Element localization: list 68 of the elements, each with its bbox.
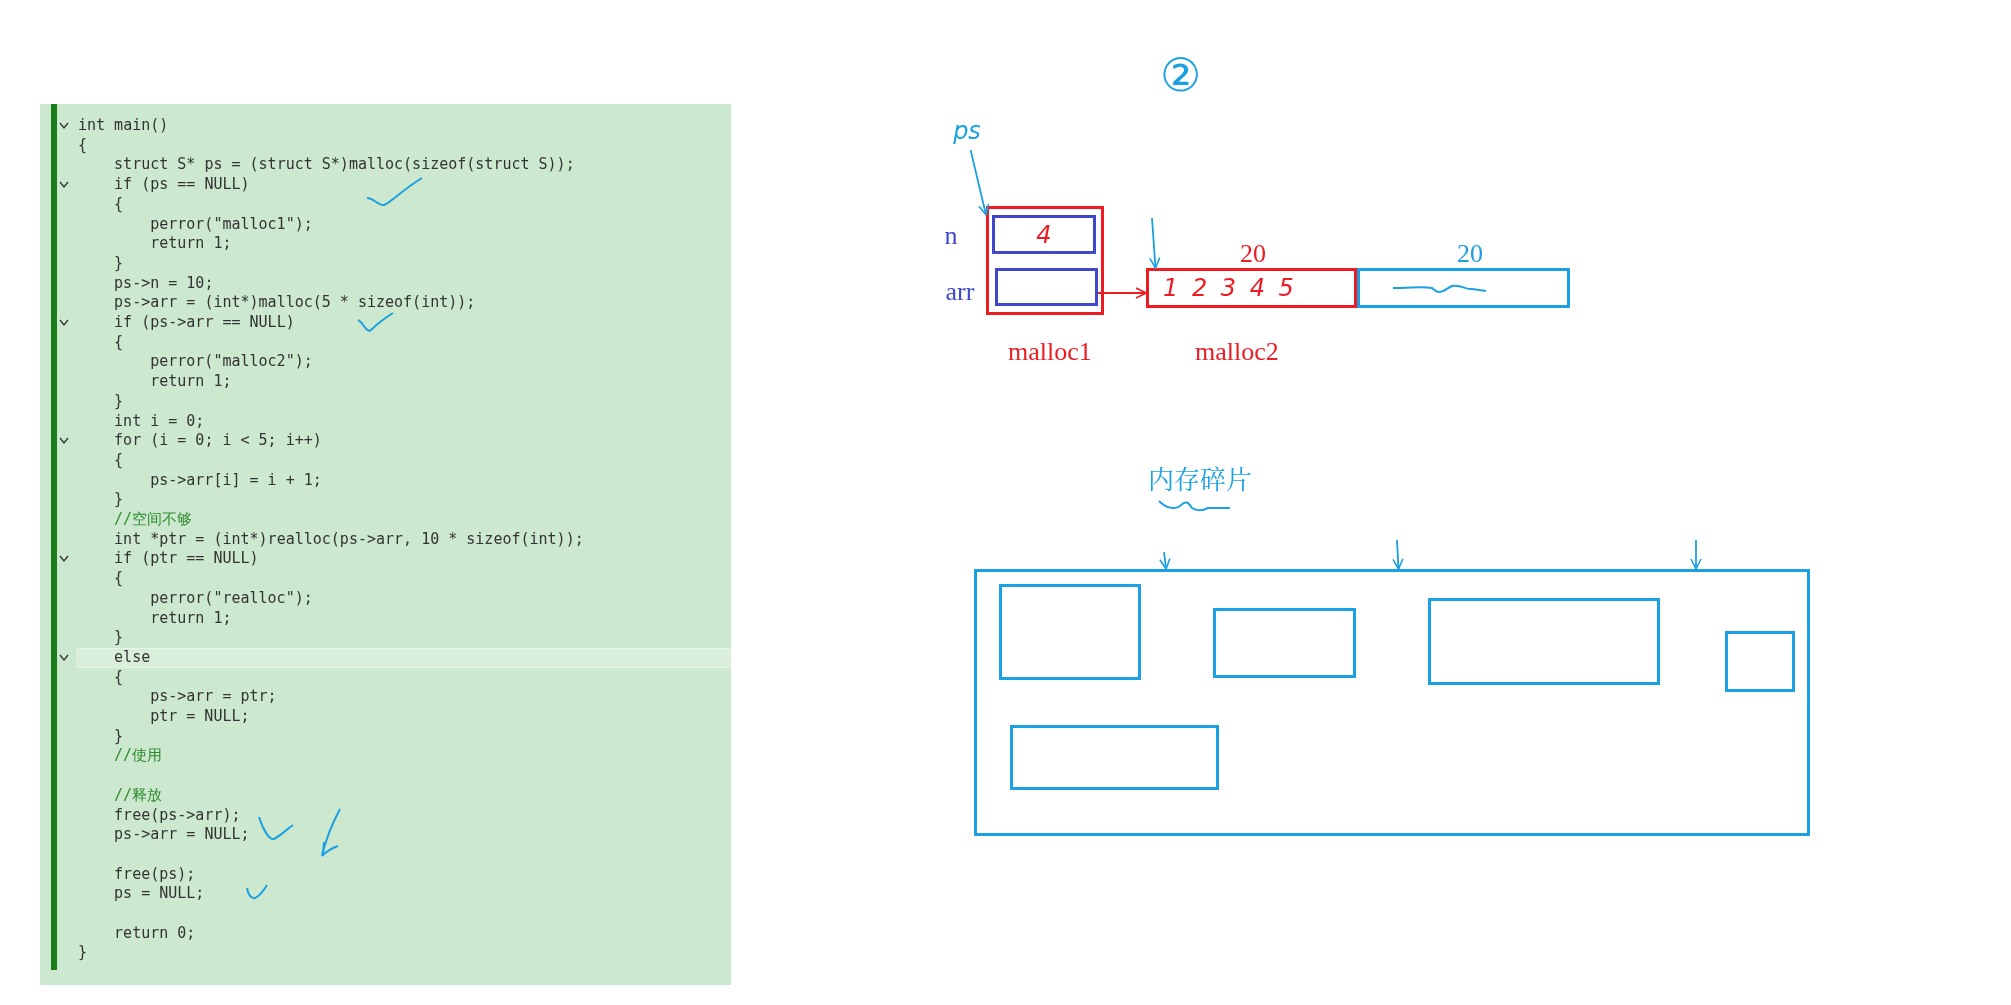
- arrow: [1149, 217, 1161, 269]
- code-line: for (i = 0; i < 5; i++): [114, 430, 322, 451]
- code-line: ps->n = 10;: [114, 272, 214, 293]
- code-line: {: [114, 568, 124, 589]
- arrow: [1690, 539, 1702, 570]
- code-line: {: [78, 134, 88, 155]
- code-line: }: [114, 252, 124, 273]
- arrow: [1159, 551, 1171, 570]
- code-line: ps = NULL;: [114, 883, 205, 904]
- code-line: {: [114, 331, 124, 352]
- code-line: }: [114, 627, 124, 648]
- code-line: struct S* ps = (struct S*)malloc(sizeof(struct S));: [114, 154, 575, 175]
- arrow: [969, 149, 990, 216]
- code-line: ps->arr = ptr;: [150, 686, 277, 707]
- code-line: {: [114, 193, 124, 214]
- memory-block: [1213, 608, 1356, 678]
- arrow: [1392, 539, 1404, 570]
- code-line: ps->arr = (int*)malloc(5 * sizeof(int));: [114, 292, 476, 313]
- annotation-label: 20: [1239, 238, 1267, 270]
- code-line: int i = 0;: [114, 410, 205, 431]
- node-text: ps: [953, 117, 981, 145]
- annotation-label: arr: [944, 276, 976, 308]
- annotation-label: 20: [1456, 238, 1484, 270]
- annotation-label: malloc2: [1194, 336, 1280, 368]
- memory-block: [1010, 725, 1219, 790]
- memory-block: [1725, 631, 1795, 692]
- code-line: return 1;: [150, 607, 232, 628]
- code-line: return 1;: [150, 371, 232, 392]
- code-line: }: [114, 725, 124, 746]
- code-line: free(ps);: [114, 863, 196, 884]
- code-line: return 1;: [150, 233, 232, 254]
- code-line: return 0;: [114, 922, 196, 943]
- cell-value: 4: [1036, 220, 1052, 249]
- code-line: free(ps->arr);: [114, 804, 241, 825]
- code-line: perror("malloc2");: [150, 351, 313, 372]
- code-line: int *ptr = (int*)realloc(ps->arr, 10 * sizeof(int));: [114, 528, 584, 549]
- code-line: }: [78, 942, 88, 963]
- code-line: perror("malloc1");: [150, 213, 313, 234]
- memory-block: [1428, 598, 1660, 685]
- code-comment: //使用: [114, 745, 163, 766]
- code-line: if (ptr == NULL): [114, 548, 259, 569]
- arrow: [1097, 287, 1147, 299]
- struct-field: [992, 215, 1096, 254]
- memory-block: [999, 584, 1141, 680]
- memory-block: [986, 206, 1104, 315]
- memory-block: [974, 569, 1810, 836]
- code-line: ptr = NULL;: [150, 706, 250, 726]
- code-line: {: [114, 666, 124, 687]
- node-text: 内存碎片: [1148, 458, 1252, 496]
- code-line: int main(): [78, 115, 169, 135]
- code-line: if (ps->arr == NULL): [114, 312, 295, 332]
- code-line: {: [114, 449, 124, 470]
- code-line: if (ps == NULL): [114, 174, 250, 195]
- code-line: perror("realloc");: [150, 587, 313, 608]
- memory-block: [1357, 268, 1570, 308]
- code-comment: //释放: [114, 784, 163, 805]
- code-comment: //空间不够: [114, 509, 193, 529]
- code-line: }: [114, 390, 124, 411]
- annotation-label: n: [943, 220, 959, 252]
- code-line: ps->arr = NULL;: [114, 824, 250, 845]
- memory-block: [1146, 268, 1357, 308]
- code-line: ps->arr[i] = i + 1;: [150, 469, 322, 490]
- code-line: else: [114, 646, 151, 667]
- cell-value: 1 2 3 4 5: [1163, 274, 1297, 302]
- code-line: }: [114, 489, 124, 510]
- struct-field: [995, 268, 1098, 306]
- annotation-label: malloc1: [1007, 336, 1093, 368]
- circled-number: ②: [1158, 49, 1202, 103]
